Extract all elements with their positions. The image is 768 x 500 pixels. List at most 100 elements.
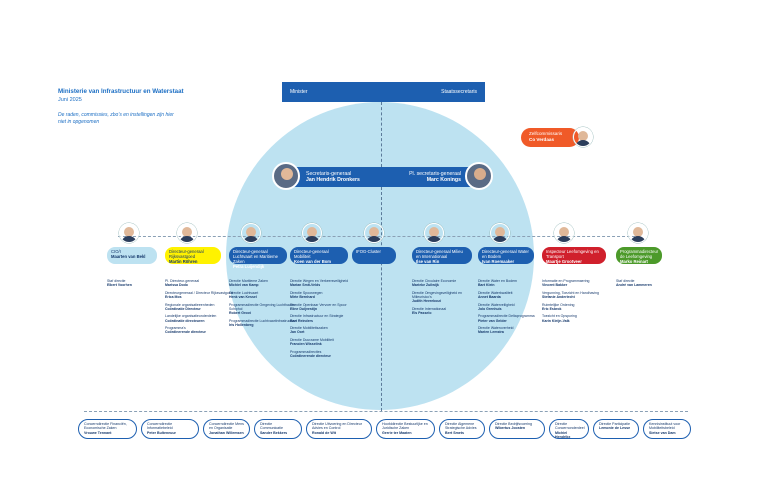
subunit-item: ProgrammadirectiesCoördinerende directeu…	[290, 350, 360, 359]
bottom-unit: Directie ParticipatieLemonie de Lesse	[593, 419, 639, 439]
subunit-item: Directie Circulaire EconomieMarieke Zuil…	[412, 279, 482, 288]
subunit-item: Directie WaterkwaliteitAnnet Baarda	[478, 291, 548, 300]
subunit-name: Coördinerende directeur	[290, 354, 360, 358]
subunit-name: Pieter van Gelder	[478, 319, 548, 323]
subunit-name: Marien Lemstra	[478, 330, 548, 334]
department-avatar	[490, 223, 510, 243]
subunit-name: Henk van Kessel	[229, 295, 299, 299]
toezicht-block: Zelfcommissaris Co Verdaas	[521, 128, 579, 147]
subunit-name: Annet Baarda	[478, 295, 548, 299]
department-avatar	[241, 223, 261, 243]
bottom-unit: Concerndirectie InformatiebeleidPeter Bu…	[141, 419, 199, 439]
subunit-item: Staf directieAndré van Lammeren	[616, 279, 686, 288]
department-avatar	[424, 223, 444, 243]
subunit-name: Marieke Zuilwijk	[412, 283, 482, 287]
subunit-list: Directie Water en BodemBart KleinDirecti…	[478, 279, 548, 338]
department-avatar	[628, 223, 648, 243]
bottom-connector	[84, 411, 688, 412]
department-avatar	[177, 223, 197, 243]
bottom-unit: Directie Algemene Strategische AdviesBer…	[439, 419, 485, 439]
bottom-unit-role: Directie Algemene Strategische Advies	[445, 422, 479, 431]
subunit-name: Stefanie Anderlecht	[542, 295, 612, 299]
bottom-unit-name: Jonathan Willemsen	[209, 431, 244, 435]
subunit-item: Programma'sCoördinerende directeur	[165, 326, 235, 335]
subunit-item: Directie Maritieme ZakenMichiel van Kamp	[229, 279, 299, 288]
bottom-unit-name: Ronald de Wit	[312, 431, 366, 435]
subunit-item: Directie MobiliteitszakenJan Oort	[290, 326, 360, 335]
subunit-item: Programmadirectie DeltaprogrammaPieter v…	[478, 314, 548, 323]
subunit-item: Programmadirectie Luchtvaartinfrastructu…	[229, 319, 299, 328]
minister-bar: Minister Staatssecretaris	[282, 82, 485, 102]
subunit-name: Francien Wisselink	[290, 342, 360, 346]
subunit-role: Programmadirectie Omgeving Luchthaven Sc…	[229, 303, 299, 312]
department-name: Ivan Roemaaker	[482, 259, 530, 264]
department-box: Directeur-generaal Water en BodemIvan Ro…	[478, 247, 534, 264]
department-box: Directeur-generaal RijksvastgoedMartin R…	[165, 247, 221, 264]
subunit-name: Robert Groot	[229, 311, 299, 315]
department-role: Directeur-generaal Water en Bodem	[482, 249, 530, 259]
sg-avatar	[272, 162, 300, 190]
subunit-name: Els Passelo	[412, 311, 482, 315]
subunit-name: Coördinatie directeuren	[165, 319, 235, 323]
psg-name: Marc Konings	[384, 177, 462, 184]
subunit-name: Marissa Dodo	[165, 283, 235, 287]
subunit-item: Programmadirectie Omgeving Luchthaven Sc…	[229, 303, 299, 316]
subunit-name: Bart Klein	[478, 283, 548, 287]
subunit-name: Mirte Bernhard	[290, 295, 360, 299]
toezicht-avatar	[573, 127, 593, 147]
page-note: De raden, commissies, zbo’s en instellin…	[58, 112, 178, 125]
bottom-unit-name: Wibertus Joosten	[495, 426, 539, 430]
department-box: Directeur-generaal Milieu en Internation…	[412, 247, 472, 264]
department-name: Martin Röhren	[169, 259, 217, 264]
department-name: Petra Luijendijk	[233, 264, 283, 269]
subunit-list: Directie Maritieme ZakenMichiel van Kamp…	[229, 279, 299, 330]
department-avatar	[364, 223, 384, 243]
department-box: Directeur-generaal Luchtvaart en Maritie…	[229, 247, 287, 264]
subunit-item: Directie InternationaalEls Passelo	[412, 307, 482, 316]
department-role: Programmadirecteur de Leefomgeving	[620, 249, 658, 259]
subunit-name: Eric Esbrok	[542, 307, 612, 311]
subunit-name: Karin Kleijn-Valk	[542, 319, 612, 323]
department-name: Koen van der Bom	[294, 259, 344, 264]
subunit-name: Coördinatie Directeur	[165, 307, 235, 311]
subunit-list: Directie Wegen en VerkeersveiligheidMari…	[290, 279, 360, 361]
bottom-unit-role: Hoofddirectie Bestuurlijke en Juridische…	[382, 422, 429, 431]
subunit-role: Directie Omgevingsveiligheid en Milieuri…	[412, 291, 482, 300]
subunit-name: Vincent Bakker	[542, 283, 612, 287]
subunit-name: Marian Smit-Velds	[290, 283, 360, 287]
vertical-connector-lower	[381, 187, 382, 411]
department-role: Directeur-generaal Luchtvaart en Maritie…	[233, 249, 283, 264]
subunit-name: Coördinerende directeur	[165, 330, 235, 334]
subunit-name: Bart Reinders	[290, 319, 360, 323]
department-role: Directeur-generaal Mobiliteit	[294, 249, 344, 259]
department-name: Marko Reinart	[620, 259, 658, 264]
department-box: IFOG-Cluster	[352, 247, 396, 264]
minister-label: Minister	[290, 89, 308, 95]
subunit-name: Jolo Grenhuis	[478, 307, 548, 311]
department-name: Maarten van Bekl	[111, 254, 153, 259]
vertical-connector	[381, 102, 382, 167]
bottom-unit-role: Kennisinstituut voor Mobiliteitsbeleid	[649, 422, 685, 431]
bottom-unit-name: Vrouwe Tennant	[84, 431, 131, 435]
department-role: Directeur-generaal Milieu en Internation…	[416, 249, 468, 259]
subunit-item: Directeurgeneraal / Directeur Rijksvastg…	[165, 291, 235, 300]
toezicht-name: Co Verdaas	[529, 137, 579, 143]
subunit-item: Directie WaterveiligheidJolo Grenhuis	[478, 303, 548, 312]
department-avatar	[302, 223, 322, 243]
subunit-item: Directie Openbaar Vervoer en SpoorEline …	[290, 303, 360, 312]
